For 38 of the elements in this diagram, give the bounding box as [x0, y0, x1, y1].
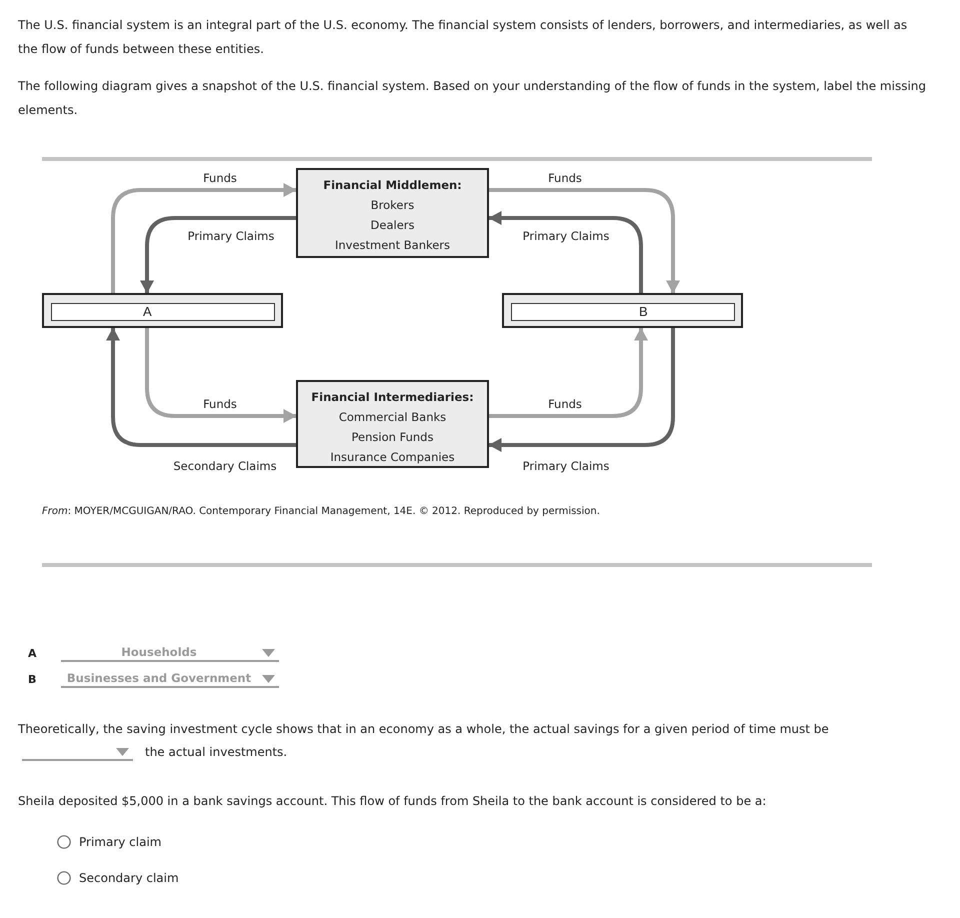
- list-item: Brokers: [370, 197, 414, 214]
- option-label: Primary claim: [79, 834, 162, 850]
- entity-box: [502, 293, 743, 328]
- arrow: [488, 211, 643, 293]
- arrow: [488, 328, 675, 452]
- list-item: Insurance Companies: [330, 449, 455, 466]
- category-box: [296, 168, 489, 258]
- label-slot: B: [511, 303, 735, 321]
- entity-box: [42, 293, 283, 328]
- option-label: Secondary claim: [79, 870, 179, 886]
- edge-label: Primary Claims: [520, 458, 612, 474]
- list-item: Pension Funds: [352, 429, 434, 446]
- label-slot: A: [51, 303, 275, 321]
- arrow: [106, 328, 296, 447]
- paragraph: The following diagram gives a snapshot of the U.S. financial system. Based on your understanding of the flow of funds in the system, label the missing elements.: [18, 78, 928, 119]
- answer-letter: B: [28, 672, 36, 688]
- edge-label: Secondary Claims: [171, 458, 279, 474]
- arrow: [145, 328, 296, 423]
- list-item: Investment Bankers: [334, 237, 450, 254]
- edge-label: Primary Claims: [186, 228, 276, 244]
- arrow: [489, 328, 648, 418]
- dropdown: Households: [61, 644, 279, 662]
- paragraph: Sheila deposited $5,000 in a bank savings account. This flow of funds from Sheila to the bank account is considered to be a:: [18, 793, 768, 810]
- arrow: [111, 183, 296, 293]
- box-heading: Financial Intermediaries:: [311, 389, 474, 406]
- paragraph: Theoretically, the saving investment cycle shows that in an economy as a whole, the actual savings for a given period of time must be: [18, 721, 830, 738]
- paragraph: The U.S. financial system is an integral part of the U.S. economy. The financial system consists of lenders, borrowers, and intermediaries, as well as the flow of funds between these entities.: [18, 17, 908, 58]
- dropdown: Businesses and Government: [61, 670, 279, 688]
- arrow: [140, 216, 296, 294]
- arrow: [489, 188, 680, 294]
- list-item: Commercial Banks: [338, 409, 446, 426]
- category-box: [296, 380, 489, 468]
- sentence-end: the actual investments.: [145, 744, 288, 760]
- box-heading: Financial Middlemen:: [323, 177, 462, 194]
- caption: From: MOYER/MCGUIGAN/RAO. Contemporary Financial Management, 14E. © 2012. Reproduced by permission.: [42, 505, 601, 519]
- answer-letter: A: [28, 646, 37, 662]
- edge-label: Primary Claims: [520, 228, 612, 244]
- list-item: Dealers: [370, 217, 414, 234]
